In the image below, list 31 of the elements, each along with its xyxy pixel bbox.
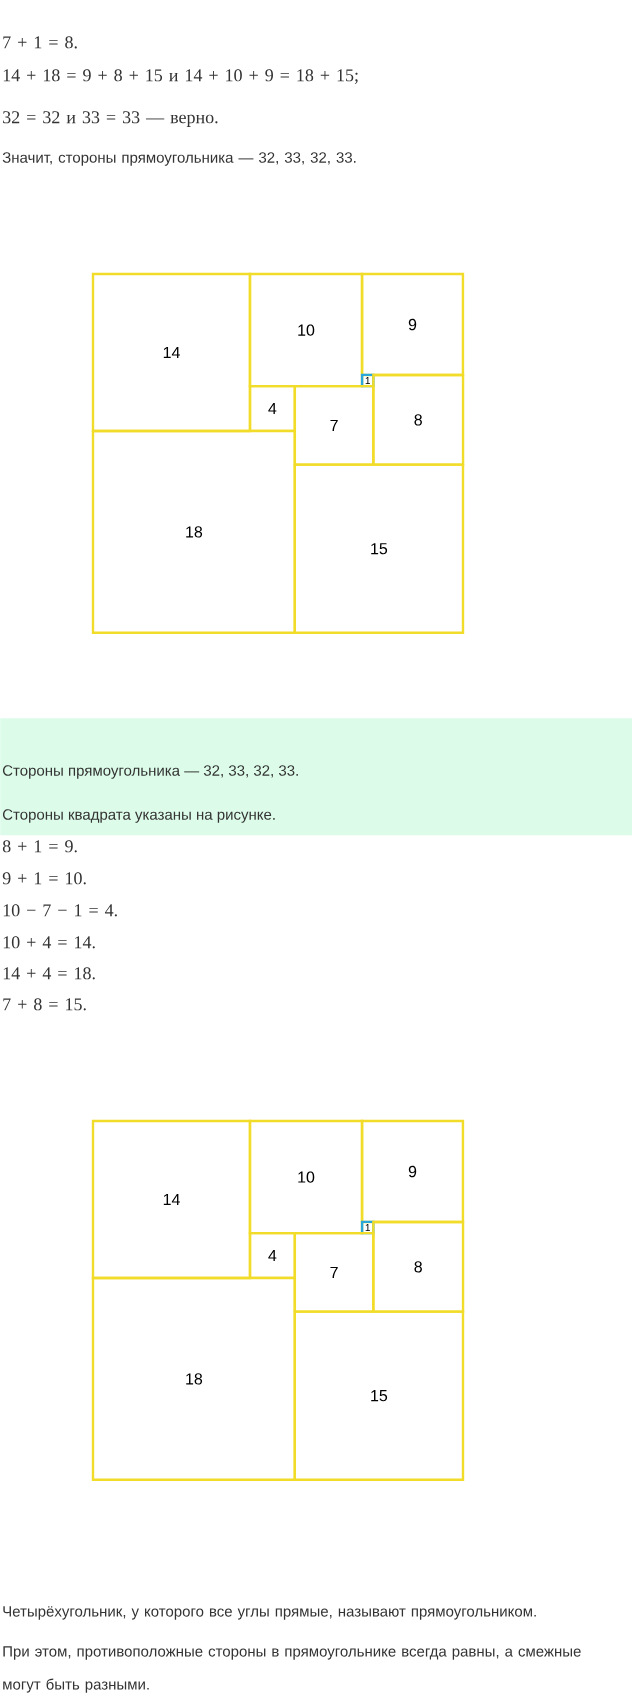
square: 9 (360, 272, 465, 377)
square: 1 (360, 1220, 375, 1235)
square: 15 (293, 1310, 465, 1481)
body-text: Четырёхугольник, у которого все углы прямые, называют прямоугольником. (3, 1606, 536, 1620)
equation-text: 32 = 32 и 33 = 33 — верно. (3, 111, 218, 127)
square: 14 (91, 272, 252, 433)
equation-text: 14 + 18 = 9 + 8 + 15 и 14 + 10 + 9 = 18 + 15; (3, 69, 358, 84)
body-text: При этом, противоположные стороны в прямоугольнике всегда равны, а смежные могут быть разными. (3, 1646, 581, 1693)
equation-text: 7 + 1 = 8. (3, 36, 77, 49)
square: 4 (248, 1231, 296, 1280)
square: 8 (372, 1220, 465, 1313)
square: 1 (360, 373, 375, 388)
square: 10 (248, 1119, 364, 1235)
square: 8 (372, 373, 465, 466)
equation-text: 14 + 4 = 18. (3, 967, 95, 980)
square: 15 (293, 463, 465, 635)
equation-text: 10 + 4 = 14. (3, 936, 95, 949)
body-text: Стороны прямоугольника — 32, 33, 32, 33. (2, 765, 298, 779)
square: 7 (293, 1231, 375, 1313)
equation-text: 7 + 8 = 15. (3, 998, 86, 1011)
square: 18 (91, 1276, 296, 1481)
square: 7 (293, 384, 375, 466)
square: 14 (91, 1119, 252, 1280)
square: 4 (248, 384, 296, 433)
square: 10 (248, 272, 364, 388)
square: 18 (91, 429, 296, 635)
equation-text: 10 − 7 − 1 = 4. (3, 904, 117, 917)
equation-text: 9 + 1 = 10. (2, 872, 86, 885)
body-text: Значит, стороны прямоугольника — 32, 33, 32, 33. (2, 152, 356, 166)
square: 9 (360, 1119, 465, 1224)
body-text: Стороны квадрата указаны на рисунке. (2, 809, 275, 823)
